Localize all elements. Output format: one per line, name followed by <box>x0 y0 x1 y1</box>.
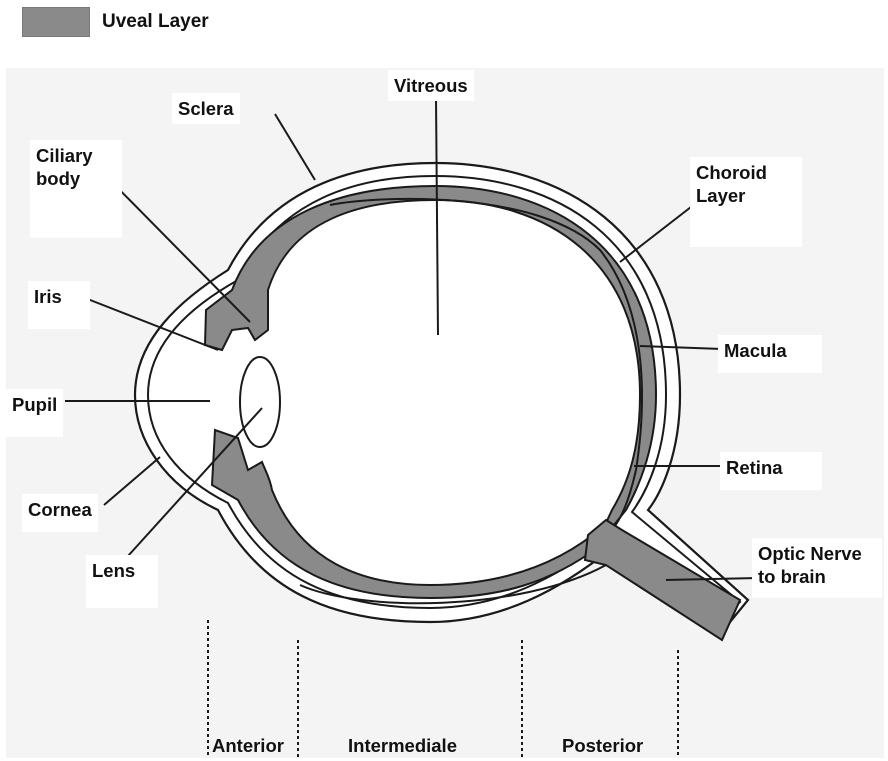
label-cornea: Cornea <box>22 494 98 532</box>
lens <box>240 357 280 447</box>
section-anterior: Anterior <box>212 735 284 757</box>
section-intermediale: Intermediale <box>348 735 457 757</box>
label-retina: Retina <box>720 452 822 490</box>
label-optic-nerve: Optic Nerve to brain <box>752 538 882 598</box>
label-pupil: Pupil <box>6 389 63 437</box>
label-lens: Lens <box>86 555 158 608</box>
label-ciliary-body: Ciliary body <box>30 140 122 238</box>
label-sclera: Sclera <box>172 93 240 124</box>
section-posterior: Posterior <box>562 735 643 757</box>
label-vitreous: Vitreous <box>388 70 474 101</box>
label-choroid-layer: Choroid Layer <box>690 157 802 247</box>
label-macula: Macula <box>718 335 822 373</box>
label-iris: Iris <box>28 281 90 329</box>
